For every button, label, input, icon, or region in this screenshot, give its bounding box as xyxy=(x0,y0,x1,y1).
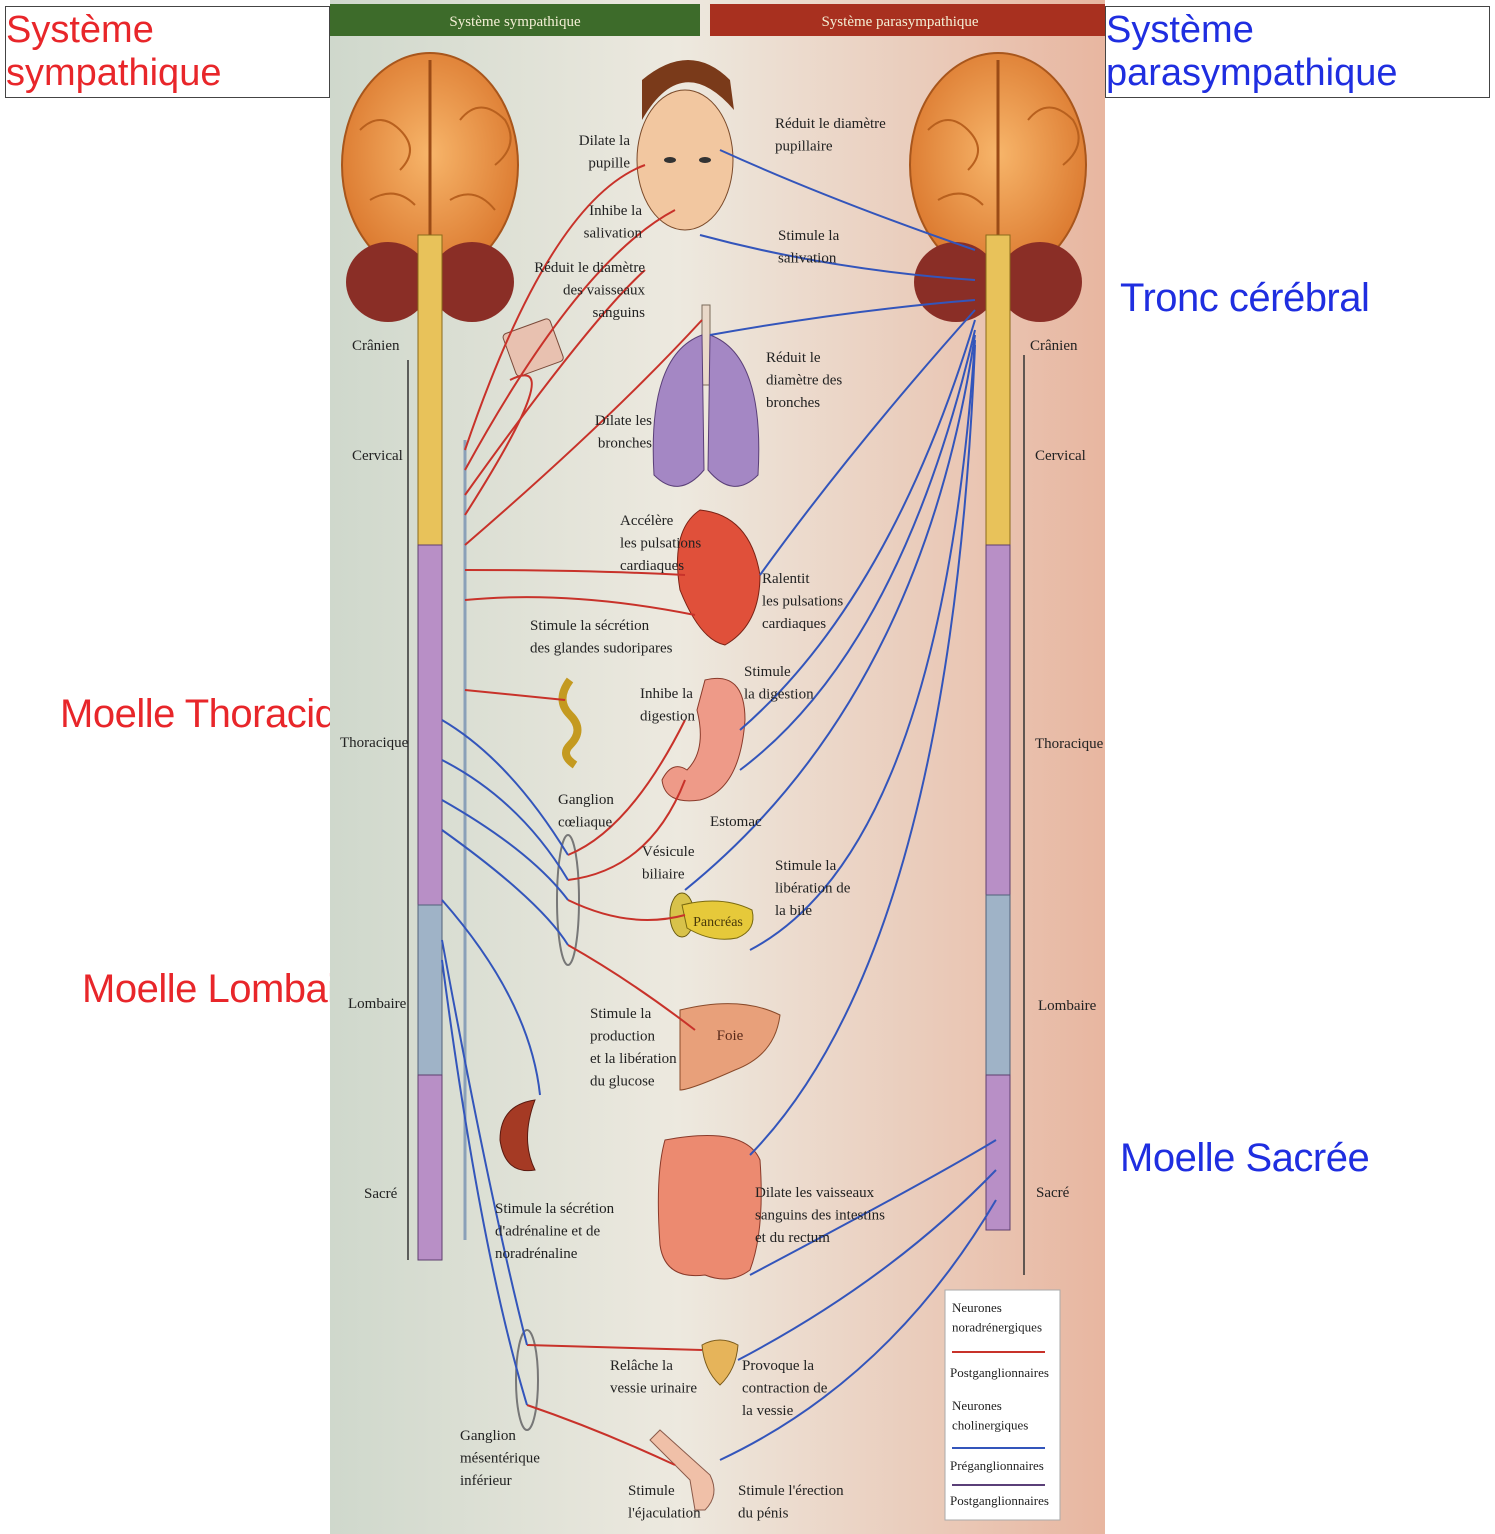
sym-ejaculation-label-line: l'éjaculation xyxy=(628,1506,701,1522)
para-heart-label-line: cardiaques xyxy=(762,616,826,632)
sym-ejaculation-label-line: Stimule xyxy=(628,1483,675,1499)
spine-left-cervical: Cervical xyxy=(352,448,403,464)
sym-vessels-label-line: des vaisseaux xyxy=(563,283,646,299)
spine-right-lombaire: Lombaire xyxy=(1038,998,1097,1014)
sym-glucose-label-line: Stimule la xyxy=(590,1006,652,1022)
celiac-ganglion-label-line: cœliaque xyxy=(558,815,612,831)
sym-bladder-label-line: Relâche la xyxy=(610,1358,673,1374)
para-bronchi-label-line: Réduit le xyxy=(766,350,821,366)
sym-sweat-label-line: des glandes sudoripares xyxy=(530,641,673,657)
liver-label: Foie xyxy=(717,1028,744,1044)
sym-vessels-label-line: sanguins xyxy=(593,305,646,321)
legend-cholinergic-pre: Préganglionnaires xyxy=(950,1458,1044,1473)
para-saliva-label-line: salivation xyxy=(778,251,837,267)
para-saliva-label-line: Stimule la xyxy=(778,228,840,244)
sym-glucose-label-line: production xyxy=(590,1029,655,1045)
mesenteric-ganglion-label-line: mésentérique xyxy=(460,1451,540,1467)
sym-pupil-label-line: Dilate la xyxy=(579,133,631,149)
para-digestion-label-line: Stimule xyxy=(744,664,791,680)
para-heart-label-line: les pulsations xyxy=(762,594,843,610)
para-intestine-label-line: et du rectum xyxy=(755,1230,830,1246)
sym-heart-label-line: les pulsations xyxy=(620,536,701,552)
para-bronchi-label-line: diamètre des xyxy=(766,373,842,389)
gallbladder-label-line: biliaire xyxy=(642,867,685,883)
para-erection-label-line: Stimule l'érection xyxy=(738,1483,844,1499)
legend-noradrenergic-title-line: noradrénergiques xyxy=(952,1320,1042,1335)
moelle-lombaire-label: Moelle Lombaire xyxy=(82,967,370,1012)
legend-cholinergic-title-line: cholinergiques xyxy=(952,1418,1028,1433)
spine-right-sacre: Sacré xyxy=(1036,1185,1070,1201)
spine-right-cervical: Cervical xyxy=(1035,448,1086,464)
sym-glucose-label-line: et la libération xyxy=(590,1051,677,1067)
sympathetic-system-box: Système sympathique xyxy=(5,6,330,98)
sym-bladder-label-line: vessie urinaire xyxy=(610,1381,697,1397)
band-sympathetic-text: Système sympathique xyxy=(449,14,581,30)
para-erection-label-line: du pénis xyxy=(738,1506,789,1522)
legend: Neurones noradrénergiques Postganglionnai… xyxy=(945,1290,1060,1520)
sym-adrenal-label-line: Stimule la sécrétion xyxy=(495,1201,615,1217)
para-intestine-label-line: sanguins des intestins xyxy=(755,1208,885,1224)
para-bile-label-line: libération de xyxy=(775,881,851,897)
band-parasympathetic-text: Système parasympathique xyxy=(821,14,978,30)
tronc-cerebral-label: Tronc cérébral xyxy=(1120,276,1369,321)
para-pupil-label-line: Réduit le diamètre xyxy=(775,116,886,132)
sym-digestion-label-line: digestion xyxy=(640,709,695,725)
sympathetic-system-label: Système sympathique xyxy=(6,9,329,95)
sym-digestion-label-line: Inhibe la xyxy=(640,686,693,702)
para-pupil-label-line: pupillaire xyxy=(775,139,833,155)
para-heart-label-line: Ralentit xyxy=(762,571,810,587)
sym-sweat-label-line: Stimule la sécrétion xyxy=(530,618,650,634)
spine-left-sacre: Sacré xyxy=(364,1186,398,1202)
legend-cholinergic-title-line: Neurones xyxy=(952,1398,1002,1413)
mesenteric-ganglion-label-line: inférieur xyxy=(460,1473,512,1489)
sym-bronchi-label-line: bronches xyxy=(598,436,652,452)
band-sympathetic: Système sympathique xyxy=(330,4,700,36)
para-bladder-label-line: Provoque la xyxy=(742,1358,814,1374)
parasympathetic-system-box: Système parasympathique xyxy=(1105,6,1490,98)
sym-heart-label-line: Accélère xyxy=(620,513,674,529)
parasympathetic-system-label: Système parasympathique xyxy=(1106,9,1489,95)
band-parasympathetic: Système parasympathique xyxy=(710,4,1105,36)
legend-noradrenergic-title-line: Neurones xyxy=(952,1300,1002,1315)
spine-right-cranien: Crânien xyxy=(1030,338,1078,354)
spine-left-lombaire: Lombaire xyxy=(348,996,407,1012)
spine-right-thoracique: Thoracique xyxy=(1035,736,1104,752)
pancreas-label: Pancréas xyxy=(693,915,743,930)
legend-cholinergic-post: Postganglionnaires xyxy=(950,1493,1049,1508)
spine-left-cranien: Crânien xyxy=(352,338,400,354)
spine-left-thoracique: Thoracique xyxy=(340,735,409,751)
para-digestion-label-line: la digestion xyxy=(744,687,814,703)
sym-saliva-label-line: Inhibe la xyxy=(589,203,642,219)
moelle-sacree-label: Moelle Sacrée xyxy=(1120,1136,1369,1181)
para-bladder-label-line: contraction de xyxy=(742,1381,828,1397)
para-intestine-label-line: Dilate les vaisseaux xyxy=(755,1185,875,1201)
mesenteric-ganglion-label-line: Ganglion xyxy=(460,1428,516,1444)
gallbladder-label-line: Vésicule xyxy=(642,844,695,860)
sym-pupil-label-line: pupille xyxy=(588,156,630,172)
para-bile-label-line: Stimule la xyxy=(775,858,837,874)
sym-bronchi-label-line: Dilate les xyxy=(595,413,652,429)
para-bile-label-line: la bile xyxy=(775,903,812,919)
celiac-ganglion-label-line: Ganglion xyxy=(558,792,614,808)
sym-vessels-label-line: Réduit le diamètre xyxy=(534,260,645,276)
legend-noradrenergic-post: Postganglionnaires xyxy=(950,1365,1049,1380)
autonomic-nervous-system-figure: Système sympathique Système parasympathi… xyxy=(330,0,1105,1534)
sym-heart-label-line: cardiaques xyxy=(620,558,684,574)
sym-adrenal-label-line: noradrénaline xyxy=(495,1246,578,1262)
para-bronchi-label-line: bronches xyxy=(766,395,820,411)
intestine-organ xyxy=(658,1136,761,1280)
sym-saliva-label-line: salivation xyxy=(584,226,643,242)
stomach-label: Estomac xyxy=(710,814,762,830)
sym-adrenal-label-line: d'adrénaline et de xyxy=(495,1224,600,1240)
sym-glucose-label-line: du glucose xyxy=(590,1074,655,1090)
para-bladder-label-line: la vessie xyxy=(742,1403,794,1419)
